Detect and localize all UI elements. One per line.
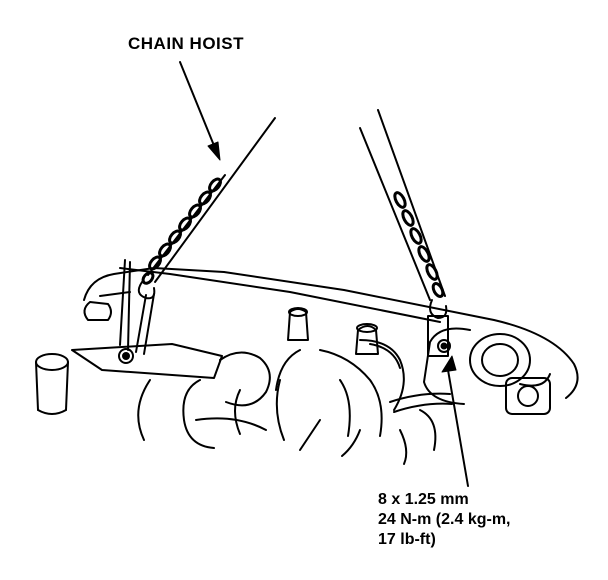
- chain-hoist-label: CHAIN HOIST: [128, 34, 244, 53]
- engine-block: [35, 259, 579, 465]
- right-chain: [359, 109, 451, 357]
- bolt-spec-pointer: [441, 355, 469, 487]
- chain-hoist-pointer: [179, 61, 221, 161]
- torque-text-line-2: 17 lb-ft): [378, 531, 436, 548]
- left-chain: [118, 117, 276, 364]
- torque-text-line-1: 24 N-m (2.4 kg-m,: [378, 511, 511, 528]
- bolt-size-text: 8 x 1.25 mm: [378, 491, 469, 508]
- bolt-torque-spec: 8 x 1.25 mm 24 N-m (2.4 kg-m, 17 lb-ft): [378, 490, 510, 550]
